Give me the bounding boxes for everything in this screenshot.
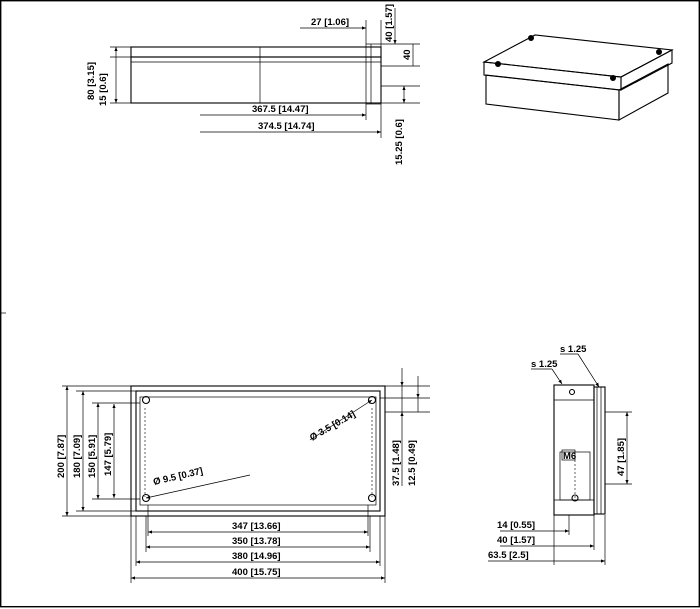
dim-125: 12.5 [0.49] xyxy=(407,440,418,486)
dim-380: 380 [14.96] xyxy=(232,551,281,562)
dim-80: 80 [3.15] xyxy=(86,62,97,100)
enclosure-outer xyxy=(130,385,386,517)
dim-400: 400 [15.75] xyxy=(232,567,281,578)
dim-40: 40 xyxy=(402,49,413,60)
dim-347: 347 [13.66] xyxy=(232,521,281,532)
enclosure-inner xyxy=(135,390,381,512)
dim-40s: 40 [1.57] xyxy=(497,535,535,546)
dim-47: 47 [1.85] xyxy=(616,438,627,476)
dim-180: 180 [7.09] xyxy=(72,435,83,478)
dim-350: 350 [13.78] xyxy=(232,536,281,547)
front-view: Ø 9.5 [0.37] Ø 3.5 [0.14] 200 [7.87] 180… xyxy=(56,368,430,583)
dim-15: 15 [0.6] xyxy=(98,73,109,106)
dim-157: 40 [1.57] xyxy=(384,4,395,42)
hole-small-label: Ø 3.5 [0.14] xyxy=(308,409,357,444)
dim-147: 147 [5.79] xyxy=(103,433,114,476)
isometric-view xyxy=(482,34,674,121)
dim-200: 200 [7.87] xyxy=(56,435,67,478)
hinge-block xyxy=(365,43,382,105)
dim-150: 150 [5.91] xyxy=(87,435,98,478)
thickness-label-2: s 1.25 xyxy=(531,359,558,370)
thread-label: M6 xyxy=(563,451,576,462)
dim-3675: 367.5 [14.47] xyxy=(252,104,309,115)
top-elevation-view: 27 [1.06] 40 [1.57] 40 80 [3.15] 15 [0.6… xyxy=(86,4,420,165)
side-lid xyxy=(593,386,606,515)
dim-14: 14 [0.55] xyxy=(497,520,535,531)
thickness-label-1: s 1.25 xyxy=(560,344,587,355)
dim-3745: 374.5 [14.74] xyxy=(258,121,315,132)
dim-375: 37.5 [1.48] xyxy=(391,440,402,486)
dim-27: 27 [1.06] xyxy=(311,17,349,28)
dim-635: 63.5 [2.5] xyxy=(488,550,529,561)
lid-outline xyxy=(130,46,382,58)
dim-1525: 15.25 [0.6] xyxy=(394,119,405,165)
hole-large-label: Ø 9.5 [0.37] xyxy=(152,466,204,488)
side-view: s 1.25 s 1.25 M6 47 [1.85] 14 [0.55] 40 … xyxy=(488,344,632,565)
body-outline xyxy=(130,56,382,104)
